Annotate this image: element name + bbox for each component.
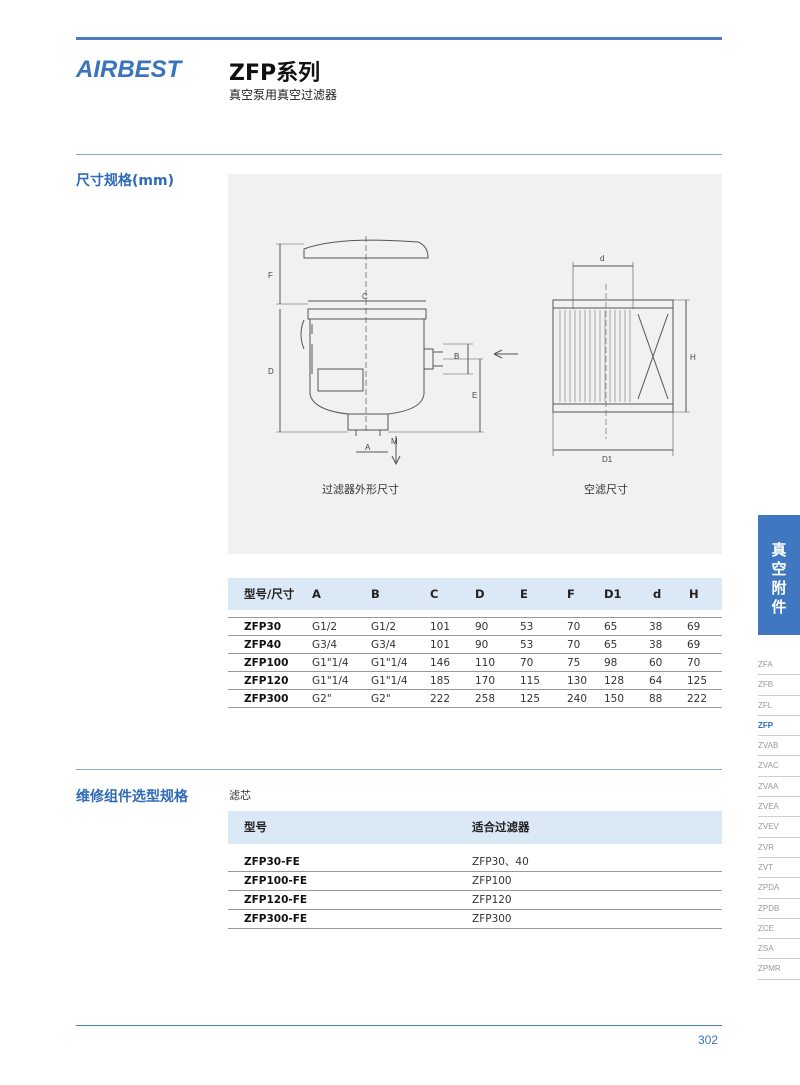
table-row: ZFP120-FE ZFP120 [228,891,722,910]
dim-label-e: E [472,391,477,400]
col-cartridge-model: 型号 [244,820,267,834]
filter-drawing: F C D B E A M d H D1 [268,236,696,466]
col-d: D [475,587,485,601]
section-rule [76,154,722,155]
table-header: 型号 适合过滤器 [228,811,722,844]
side-tab-char: 空 [771,560,787,578]
dimensions-section-label: 尺寸规格(mm) [76,173,174,189]
cartridge-table: 型号 适合过滤器 ZFP30-FE ZFP30、40 ZFP100-FE ZFP… [228,811,722,929]
col-a: A [312,587,321,601]
table-row: ZFP30-FE ZFP30、40 [228,853,722,872]
col-compatible-filter: 适合过滤器 [472,820,530,834]
table-header: 型号/尺寸 A B C D E F D1 d H [228,578,722,610]
dimension-table: 型号/尺寸 A B C D E F D1 d H ZFP30 G1/2 G1/2… [228,578,722,708]
nav-item-zpmr[interactable]: ZPMR [758,959,800,980]
col-h: H [689,587,699,601]
dimension-diagram: F C D B E A M d H D1 过滤器外形尺寸 空滤尺寸 [228,174,722,554]
dim-label-a: A [365,443,371,452]
side-tab-char: 真 [771,541,787,559]
dim-label-h: H [690,353,696,362]
dim-label-b: B [454,352,459,361]
nav-item-zfl[interactable]: ZFL [758,696,800,716]
col-d1: D1 [604,587,622,601]
page-number: 302 [698,1033,719,1047]
col-model: 型号/尺寸 [244,587,295,601]
dim-label-m: M [391,437,398,446]
nav-item-zvab[interactable]: ZVAB [758,736,800,757]
nav-item-zvt[interactable]: ZVT [758,858,800,879]
cartridge-sub-label: 滤芯 [229,789,251,802]
page-subtitle: 真空泵用真空过滤器 [229,88,338,102]
nav-item-zvaa[interactable]: ZVAA [758,777,800,798]
dim-label-d-small: d [600,254,604,263]
table-row: ZFP300 G2" G2" 222 258 125 240 150 88 22… [228,690,722,708]
dim-label-d1: D1 [602,455,613,464]
nav-item-zpdb[interactable]: ZPDB [758,899,800,919]
table-row: ZFP120 G1"1/4 G1"1/4 185 170 115 130 128… [228,672,722,690]
nav-item-zvev[interactable]: ZVEV [758,817,800,838]
dim-label-f: F [268,271,273,280]
category-side-tab[interactable]: 真 空 附 件 [758,515,800,635]
brand-logo: AIRBEST [76,56,182,83]
nav-item-zvea[interactable]: ZVEA [758,797,800,818]
page-title: ZFP系列 [229,61,321,86]
nav-item-zfp[interactable]: ZFP [758,716,800,737]
nav-item-zsa[interactable]: ZSA [758,939,800,960]
section-rule [76,769,722,770]
table-row: ZFP30 G1/2 G1/2 101 90 53 70 65 38 69 [228,618,722,636]
maintenance-section-label: 维修组件选型规格 [76,789,188,805]
col-f: F [567,587,575,601]
col-c: C [430,587,439,601]
table-row: ZFP300-FE ZFP300 [228,910,722,929]
nav-item-zpda[interactable]: ZPDA [758,878,800,899]
dim-label-c: C [362,292,368,301]
col-b: B [371,587,380,601]
nav-item-zce[interactable]: ZCE [758,919,800,940]
cartridge-caption: 空滤尺寸 [584,483,628,496]
col-d-small: d [653,587,662,601]
top-rule [76,37,722,40]
table-row: ZFP100-FE ZFP100 [228,872,722,891]
footer-rule [76,1025,722,1026]
nav-item-zvac[interactable]: ZVAC [758,756,800,777]
nav-item-zfb[interactable]: ZFB [758,675,800,696]
table-row: ZFP40 G3/4 G3/4 101 90 53 70 65 38 69 [228,636,722,654]
series-index-nav: ZFA ZFB ZFL ZFP ZVAB ZVAC ZVAA ZVEA ZVEV… [758,655,800,980]
nav-item-zfa[interactable]: ZFA [758,655,800,676]
side-tab-char: 附 [771,579,787,597]
table-row: ZFP100 G1"1/4 G1"1/4 146 110 70 75 98 60… [228,654,722,672]
nav-item-zvr[interactable]: ZVR [758,838,800,858]
housing-caption: 过滤器外形尺寸 [322,483,399,496]
side-tab-char: 件 [771,598,787,616]
dim-label-d: D [268,367,274,376]
col-e: E [520,587,528,601]
